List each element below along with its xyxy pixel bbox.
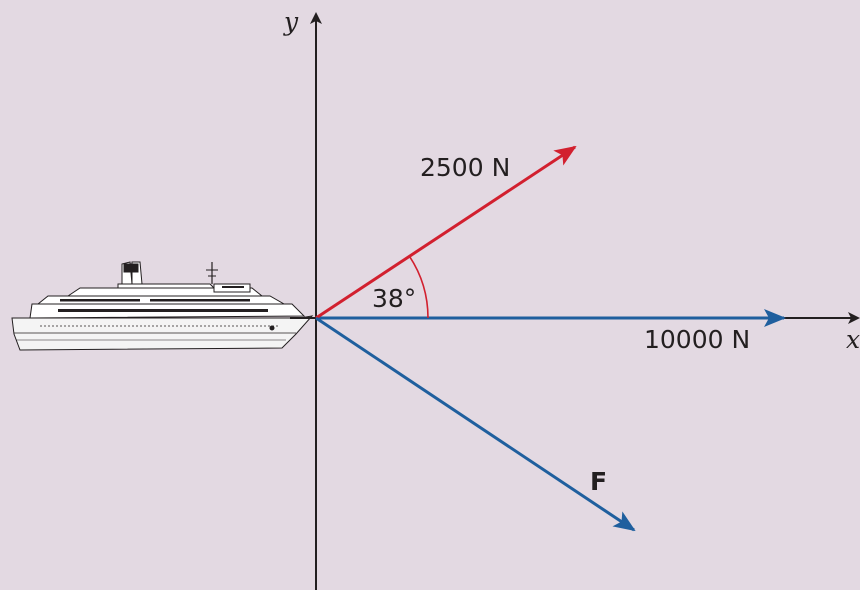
y-axis-label: y	[283, 7, 299, 36]
vector-2500n	[315, 145, 577, 320]
vector-10000n-label: 10000 N	[644, 325, 750, 354]
x-axis-label: x	[846, 325, 860, 354]
vector-f-label: F	[590, 467, 607, 496]
vector-f	[315, 316, 636, 532]
angle-arc	[408, 255, 429, 319]
angle-label: 38°	[372, 284, 416, 313]
cruise-ship-icon	[11, 261, 314, 351]
vector-2500n-label: 2500 N	[420, 153, 510, 182]
